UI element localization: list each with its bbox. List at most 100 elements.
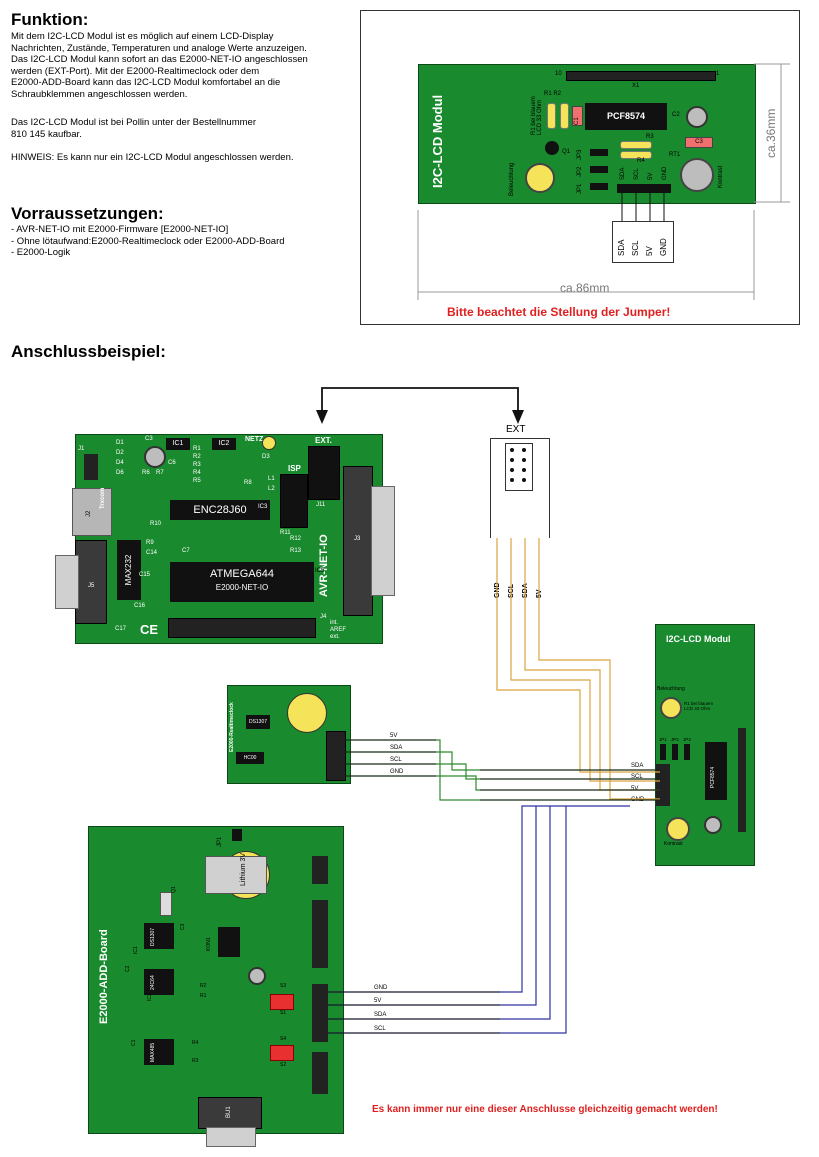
lcd-right-x1-header bbox=[738, 728, 746, 832]
lcd-right-jp3-jumper bbox=[684, 744, 690, 760]
addboard-s4-label: S4 bbox=[280, 1036, 287, 1042]
rtc-hc00-chip: HC00 bbox=[236, 752, 264, 764]
netio-r13-label: R13 bbox=[290, 548, 302, 554]
atmega644-label: ATMEGA644 bbox=[210, 568, 274, 580]
addboard-battery-holder bbox=[205, 856, 267, 894]
x1-pin10-label: 10 bbox=[555, 71, 562, 77]
pcf8574-chip: PCF8574 bbox=[585, 103, 667, 130]
ic1-chip: IC1 bbox=[166, 438, 190, 450]
netio-c15-label: C15 bbox=[139, 572, 151, 578]
dimension-lines bbox=[417, 63, 790, 300]
netio-isp-label: ISP bbox=[288, 464, 301, 473]
dsub9-j5-shell bbox=[55, 555, 79, 609]
netio-netz-label: NETZ bbox=[245, 436, 264, 443]
dsub25-j3 bbox=[343, 466, 373, 616]
ext-connector-label: EXT bbox=[506, 424, 526, 435]
netio-d2-label: D2 bbox=[116, 450, 124, 456]
kontrast-poti bbox=[680, 158, 714, 192]
r3-label: R3 bbox=[646, 134, 654, 140]
add-wires-black bbox=[328, 991, 500, 1034]
addboard-crystal bbox=[160, 892, 172, 916]
add-sda-label: SDA bbox=[374, 1012, 387, 1018]
lcd-right-c2 bbox=[704, 816, 722, 834]
blue-cable bbox=[328, 805, 630, 1034]
lcd-right-jp1-jumper bbox=[660, 744, 666, 760]
x1-connector bbox=[566, 71, 716, 81]
netio-r5-label: R5 bbox=[193, 478, 201, 484]
arrow-to-netio bbox=[316, 410, 328, 424]
add-scl-label: SCL bbox=[374, 1026, 386, 1032]
j3-label: J3 bbox=[354, 536, 361, 542]
netio-r3-label: R3 bbox=[193, 462, 201, 468]
lcd-right-jp2-jumper bbox=[672, 744, 678, 760]
netio-ext-label: EXT. bbox=[315, 436, 332, 445]
anschluss-heading: Anschlussbeispiel: bbox=[11, 342, 166, 361]
netio-d3-label: D3 bbox=[262, 454, 270, 460]
lcd-right-5v: 5V bbox=[631, 786, 639, 792]
rj45-jack bbox=[72, 488, 112, 536]
bottom-warning: Es kann immer nur eine dieser Anschlusse… bbox=[372, 1104, 718, 1115]
addboard-s1-label: S1 bbox=[280, 1010, 287, 1016]
netio-l2-label: L2 bbox=[268, 486, 275, 492]
add-gnd-label: GND bbox=[374, 985, 388, 991]
r2-resistor bbox=[560, 103, 569, 129]
lcd-right-poti2 bbox=[666, 817, 690, 841]
x1-pin1-label: 1 bbox=[716, 71, 720, 77]
lcd-right-sda: SDA bbox=[631, 763, 644, 769]
c3-capacitor: C3 bbox=[685, 137, 713, 148]
rt1-label: RT1 bbox=[669, 152, 681, 158]
jumper-warning: Bitte beachtet die Stellung der Jumper! bbox=[447, 305, 671, 319]
atmega644-sublabel: E2000-NET-IO bbox=[215, 583, 269, 592]
netio-r2-label: R2 bbox=[193, 454, 201, 460]
lcd-right-poti1 bbox=[660, 697, 682, 719]
addboard-s2-label: S2 bbox=[280, 1062, 287, 1068]
jp3-jumper bbox=[590, 149, 608, 156]
netio-c6-label: C6 bbox=[168, 460, 176, 466]
netio-r11-label: R11 bbox=[280, 530, 291, 536]
c2-capacitor bbox=[686, 106, 708, 128]
ic5-label: IC5 bbox=[315, 568, 325, 574]
netio-c3-label: C3 bbox=[145, 436, 153, 442]
rtc-gnd-label: GND bbox=[390, 769, 404, 775]
bestellnummer-paragraph: Das I2C-LCD Modul ist bei Pollin unter d… bbox=[11, 117, 256, 140]
q1-label: Q1 bbox=[562, 149, 571, 155]
lcd-right-jp1: JP1 bbox=[659, 737, 667, 742]
lcd-right-pcf8574 bbox=[705, 742, 727, 800]
lcd-right-terminal bbox=[656, 764, 670, 806]
ext-connector-inner bbox=[505, 443, 533, 491]
rtc-5v-label: 5V bbox=[390, 733, 398, 739]
netio-c17-label: C17 bbox=[115, 626, 127, 632]
c1-capacitor bbox=[572, 106, 583, 126]
funktion-heading: Funktion: bbox=[11, 10, 89, 29]
j1-connector bbox=[84, 454, 98, 480]
netio-terminal-strip bbox=[168, 618, 316, 638]
addboard-terminal-bottom bbox=[312, 1052, 328, 1094]
netio-c3-cap bbox=[144, 446, 166, 468]
addboard-terminal-top bbox=[312, 856, 328, 884]
j11-label: J11 bbox=[316, 502, 326, 508]
c2-label: C2 bbox=[672, 112, 680, 118]
addboard-terminal-i2c bbox=[312, 984, 328, 1042]
x1-label: X1 bbox=[632, 83, 640, 89]
i2c-header bbox=[617, 184, 671, 193]
ic3-label: IC3 bbox=[258, 504, 268, 510]
q1-transistor bbox=[545, 141, 559, 155]
funktion-paragraph: Mit dem I2C-LCD Modul ist es möglich auf… bbox=[11, 31, 308, 100]
add-5v-label: 5V bbox=[374, 998, 382, 1004]
lcd-right-jp3: JP3 bbox=[683, 737, 691, 742]
rtc-sda-label: SDA bbox=[390, 745, 403, 751]
r4-label: R4 bbox=[637, 158, 645, 164]
netio-l1-label: L1 bbox=[268, 476, 275, 482]
addboard-switch-s2 bbox=[270, 1045, 294, 1061]
enc28j60-chip: ENC28J60 bbox=[170, 500, 270, 520]
netio-c7-label: C7 bbox=[182, 548, 190, 554]
aref-label: AREF bbox=[330, 627, 347, 633]
lcd-right-r1note: R1 bei blauem LCD 33 Ohm bbox=[684, 701, 714, 711]
addboard-jp1-jumper bbox=[232, 829, 242, 841]
netio-d1-label: D1 bbox=[116, 440, 124, 446]
netio-r1-label: R1 bbox=[193, 446, 201, 452]
addboard-dsub-bu1 bbox=[198, 1097, 262, 1129]
lcd-right-beleuchtung: Beleuchtung bbox=[657, 686, 685, 692]
netio-c16-label: C16 bbox=[134, 603, 146, 609]
